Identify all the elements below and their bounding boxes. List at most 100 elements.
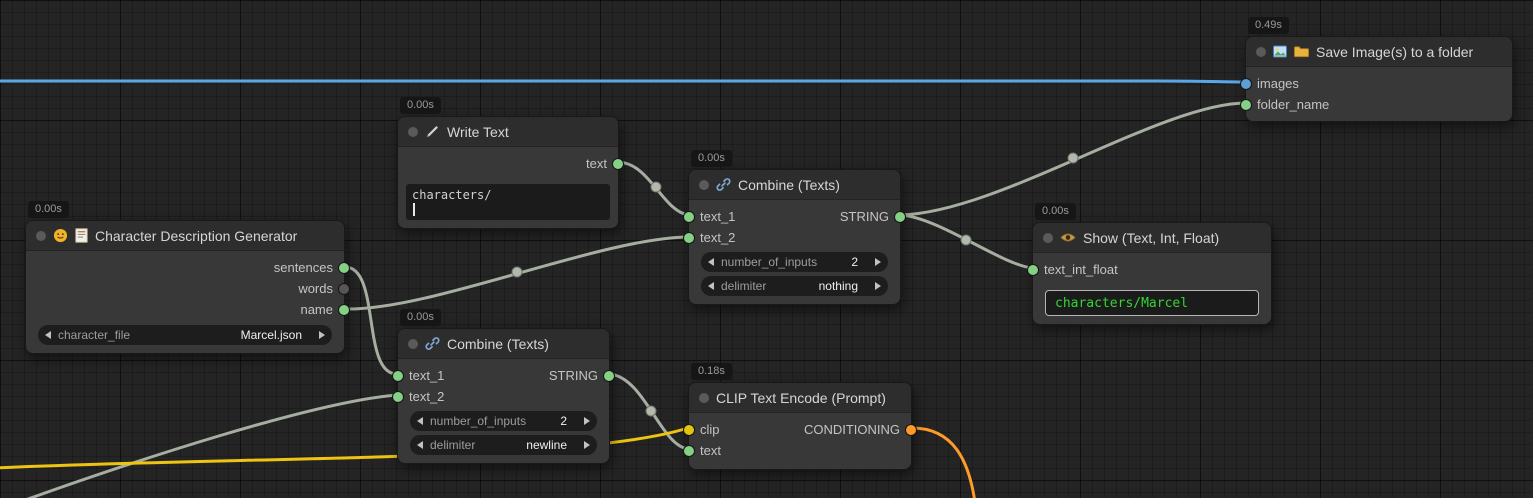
output-port-string[interactable]: [604, 370, 614, 381]
output-port-text[interactable]: [613, 158, 623, 169]
show-value-box[interactable]: characters/Marcel: [1045, 290, 1259, 316]
output-row: text: [398, 153, 623, 174]
increment-arrow[interactable]: [319, 331, 325, 339]
node-save-images-to-folder[interactable]: 0.49s Save Image(s) to a folder images f…: [1241, 17, 1513, 122]
text-input-area[interactable]: characters/: [406, 184, 610, 220]
node-combine-texts-top[interactable]: 0.00s Combine (Texts) text_1 STRING text…: [684, 150, 905, 305]
node-write-text[interactable]: 0.00s Write Text text characters/: [397, 97, 623, 229]
node-title: Character Description Generator: [95, 227, 298, 244]
output-port-name[interactable]: [339, 304, 349, 315]
link-icon: [716, 177, 731, 192]
output-label: CONDITIONING: [803, 422, 900, 437]
widget-delimiter[interactable]: delimiter newline: [410, 435, 597, 455]
execution-time-badge: 0.00s: [28, 201, 69, 218]
input-port-images[interactable]: [1241, 78, 1251, 89]
execution-time-badge: 0.18s: [691, 363, 732, 380]
decrement-arrow[interactable]: [708, 282, 714, 290]
collapse-dot[interactable]: [1256, 46, 1266, 57]
io-row: clip CONDITIONING: [684, 419, 916, 440]
wire-sentences-to-combine2-text1[interactable]: [344, 265, 398, 376]
wire-offscreen-to-combine2-text2[interactable]: [0, 393, 398, 498]
text-cursor: [413, 203, 415, 216]
show-value-text: characters/Marcel: [1055, 295, 1189, 311]
node-header[interactable]: Combine (Texts): [398, 329, 609, 359]
link-midpoint-dot[interactable]: [960, 234, 972, 246]
wire-conditioning[interactable]: [911, 426, 976, 498]
link-midpoint-dot[interactable]: [645, 405, 657, 417]
node-clip-text-encode[interactable]: 0.18s CLIP Text Encode (Prompt) clip CON…: [684, 363, 916, 470]
collapse-dot[interactable]: [699, 179, 709, 190]
increment-arrow[interactable]: [584, 417, 590, 425]
collapse-dot[interactable]: [699, 392, 709, 403]
memo-icon: [75, 228, 88, 243]
collapse-dot[interactable]: [408, 126, 418, 137]
input-port-text_int_float[interactable]: [1028, 264, 1038, 275]
input-port-clip[interactable]: [684, 424, 694, 435]
collapse-dot[interactable]: [36, 230, 46, 241]
widget-label: number_of_inputs: [721, 255, 818, 269]
input-label: clip: [700, 422, 720, 437]
input-row: folder_name: [1241, 94, 1512, 115]
input-port-text[interactable]: [684, 445, 694, 456]
increment-arrow[interactable]: [875, 258, 881, 266]
node-header[interactable]: Show (Text, Int, Float): [1033, 223, 1271, 253]
link-midpoint-dot[interactable]: [650, 181, 662, 193]
increment-arrow[interactable]: [875, 282, 881, 290]
decrement-arrow[interactable]: [708, 258, 714, 266]
input-port-text_2[interactable]: [684, 232, 694, 243]
eye-icon: [1060, 231, 1076, 244]
folder-icon: [1294, 45, 1309, 58]
output-port-string[interactable]: [895, 211, 905, 222]
link-midpoint-dot[interactable]: [511, 266, 523, 278]
decrement-arrow[interactable]: [417, 417, 423, 425]
output-label: STRING: [839, 209, 889, 224]
node-header[interactable]: Combine (Texts): [689, 170, 900, 200]
input-port-text_1[interactable]: [393, 370, 403, 381]
node-character-description-generator[interactable]: 0.00s Character Description Generator se…: [25, 201, 349, 354]
widget-number-of-inputs[interactable]: number_of_inputs 2: [701, 252, 888, 272]
input-row: text_int_float: [1028, 259, 1271, 280]
node-combine-texts-bottom[interactable]: 0.00s Combine (Texts) text_1 STRING text…: [393, 309, 614, 464]
node-title: Write Text: [447, 123, 509, 140]
widget-value: 2: [851, 255, 858, 269]
widget-label: number_of_inputs: [430, 414, 527, 428]
node-header[interactable]: Save Image(s) to a folder: [1246, 37, 1512, 67]
widget-character-file[interactable]: character_file Marcel.json: [38, 325, 332, 345]
input-label: text_2: [700, 230, 736, 245]
widget-number-of-inputs[interactable]: number_of_inputs 2: [410, 411, 597, 431]
execution-time-badge: 0.00s: [691, 150, 732, 167]
widget-delimiter[interactable]: delimiter nothing: [701, 276, 888, 296]
widget-label: delimiter: [430, 438, 476, 452]
node-title: CLIP Text Encode (Prompt): [716, 389, 886, 406]
input-row: text_2: [393, 386, 609, 407]
output-port-conditioning[interactable]: [906, 424, 916, 435]
widget-label: character_file: [58, 328, 131, 342]
node-title: Show (Text, Int, Float): [1083, 229, 1220, 246]
wire-images[interactable]: [0, 79, 1246, 84]
node-header[interactable]: Write Text: [398, 117, 618, 147]
output-label: words: [298, 281, 333, 296]
widget-value: newline: [526, 438, 567, 452]
output-port-words[interactable]: [339, 283, 349, 294]
input-port-folder_name[interactable]: [1241, 99, 1251, 110]
output-label: text: [586, 156, 607, 171]
link-midpoint-dot[interactable]: [1067, 152, 1079, 164]
increment-arrow[interactable]: [584, 441, 590, 449]
node-header[interactable]: CLIP Text Encode (Prompt): [689, 383, 911, 413]
input-label: text_1: [409, 368, 445, 383]
decrement-arrow[interactable]: [417, 441, 423, 449]
node-header[interactable]: Character Description Generator: [26, 221, 344, 251]
text-content: characters/: [412, 188, 492, 202]
input-label: text_2: [409, 389, 445, 404]
collapse-dot[interactable]: [1043, 232, 1053, 243]
pen-icon: [425, 124, 440, 139]
output-port-sentences[interactable]: [339, 262, 349, 273]
output-label: STRING: [548, 368, 598, 383]
decrement-arrow[interactable]: [45, 331, 51, 339]
execution-time-badge: 0.49s: [1248, 17, 1289, 34]
input-port-text_2[interactable]: [393, 391, 403, 402]
input-port-text_1[interactable]: [684, 211, 694, 222]
collapse-dot[interactable]: [408, 338, 418, 349]
node-show-text-int-float[interactable]: 0.00s Show (Text, Int, Float) text_int_f…: [1028, 203, 1272, 325]
